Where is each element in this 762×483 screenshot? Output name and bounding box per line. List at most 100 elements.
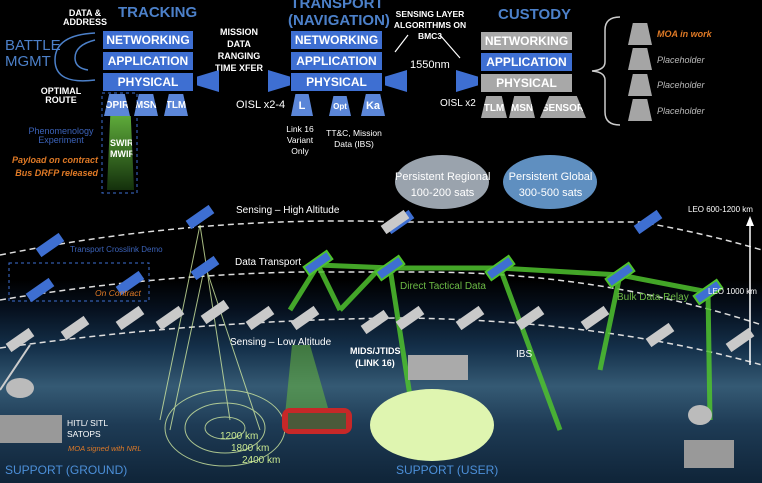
satellite-icon — [190, 255, 220, 281]
option-label: MOA in work — [657, 29, 712, 39]
option-label: Placeholder — [657, 55, 705, 65]
tracking-tlm: TLM — [164, 94, 188, 116]
option-trapezoid — [628, 99, 652, 121]
transport-title: TRANSPORT (NAVIGATION) — [288, 0, 390, 29]
transport-l-band: L — [291, 94, 313, 116]
data-transport-label: Data Transport — [235, 257, 302, 268]
satellite-icon — [455, 305, 485, 331]
option-trapezoid — [628, 74, 652, 96]
leo-range-label: LEO 600-1200 km — [688, 205, 753, 214]
ground-station-icon — [0, 415, 62, 443]
link16-note: Link 16 Variant Only — [286, 124, 314, 157]
custody-physical: PHYSICAL — [481, 74, 572, 92]
high-orbit-line — [0, 220, 762, 256]
satellite-icon — [580, 305, 610, 331]
satellite-icon — [302, 249, 334, 277]
custody-msn: MSN — [509, 96, 535, 118]
tracking-physical: PHYSICAL — [103, 73, 193, 91]
direct-tactical-label: Direct Tactical Data — [400, 281, 486, 292]
leo-1000-label: LEO 1000 km — [708, 287, 757, 296]
satellite-icon — [633, 209, 663, 235]
swir-mwir-sensor: SWIR MWIR — [107, 116, 134, 190]
satellite-icon — [395, 305, 425, 331]
option-trapezoid — [628, 23, 652, 45]
oisl-x2-label: OISL x2 — [440, 98, 476, 109]
custody-networking: NETWORKING — [481, 32, 572, 50]
mission-data-label: MISSION DATA RANGING TIME XFER — [214, 27, 263, 74]
satellite-icon — [200, 299, 230, 325]
tracking-networking: NETWORKING — [103, 31, 193, 49]
regional-count: 100-200 sats — [410, 187, 475, 199]
phenomenology-label: Phenomenology Experiment — [28, 126, 94, 146]
altitude-arrow-icon — [746, 216, 754, 226]
tracking-msn: MSN — [134, 94, 158, 116]
coverage-rings — [159, 224, 286, 467]
hitl-label: HITL/ SITL SATOPS — [67, 418, 108, 440]
satellite-icon — [645, 322, 675, 348]
satellite-icon — [484, 254, 516, 282]
bus-status: Bus DRFP released — [15, 168, 98, 178]
transport-application: APPLICATION — [291, 52, 382, 70]
tracking-application: APPLICATION — [103, 52, 193, 70]
oisl-right-arrow — [268, 70, 290, 92]
transport-physical: PHYSICAL — [291, 73, 382, 91]
custody-sensor: SENSOR — [540, 96, 586, 118]
satellite-icon — [185, 204, 215, 230]
payload-status: Payload on contract — [11, 155, 98, 165]
satellite-icon — [374, 254, 406, 282]
data-address-label: DATA & ADDRESS — [62, 8, 107, 28]
low-altitude-label: Sensing – Low Altitude — [230, 337, 332, 348]
satellite-icon — [25, 277, 55, 303]
transport-optical: Opt — [329, 96, 351, 116]
tracking-title: TRACKING — [118, 4, 198, 21]
satellite-icon — [692, 278, 724, 306]
oisl2-right-arrow — [456, 70, 478, 92]
global-label: Persistent Global — [508, 171, 593, 183]
tracking-opir: OPIR — [104, 94, 130, 116]
global-count: 300-500 sats — [518, 187, 583, 199]
satellite-icon — [245, 305, 275, 331]
bulk-relay-label: Bulk Data Relay — [617, 292, 689, 303]
moa-label: MOA signed with NRL — [68, 444, 142, 453]
support-ground-label: SUPPORT (GROUND) — [5, 463, 128, 477]
brace-icon — [591, 16, 621, 126]
oisl2-left-arrow — [385, 70, 407, 92]
satellite-icon — [5, 327, 35, 353]
satellite-icon — [725, 327, 755, 353]
satellite-icon — [155, 305, 185, 331]
low-sensing-beam — [285, 345, 330, 415]
global-globe — [503, 155, 597, 209]
custody-title: CUSTODY — [498, 6, 572, 23]
regional-globe — [395, 155, 489, 209]
transport-ka-band: Ka — [361, 94, 385, 116]
oisl-left-arrow — [197, 70, 219, 92]
custody-application: APPLICATION — [481, 53, 572, 71]
satellite-icon — [115, 305, 145, 331]
satellite-icon — [515, 305, 545, 331]
option-trapezoid — [628, 48, 652, 70]
oisl-x2-4-label: OISL x2-4 — [236, 99, 286, 111]
dish-antenna-icon — [6, 378, 34, 398]
support-user-label: SUPPORT (USER) — [396, 463, 499, 477]
user-zone — [370, 389, 494, 461]
ship-icon — [408, 355, 468, 380]
satellite-icon — [60, 315, 90, 341]
custody-tlm: TLM — [481, 96, 507, 118]
high-altitude-label: Sensing – High Altitude — [236, 205, 340, 216]
on-contract-label: On Contract — [95, 288, 141, 298]
satellite-icon — [115, 270, 145, 296]
ibs-label: IBS — [516, 349, 533, 360]
regional-label: Persistent Regional — [395, 171, 491, 183]
sensing-layer-note: SENSING LAYER ALGORITHMS ON BMC3 — [393, 9, 467, 42]
satellite-icon — [604, 261, 636, 289]
range-2400: 2400 km — [242, 455, 281, 466]
optimal-route-label: OPTIMAL ROUTE — [40, 86, 82, 106]
mids-label: MIDS/JTIDS (LINK 16) — [350, 346, 401, 368]
transport-networking: NETWORKING — [291, 31, 382, 49]
transport-orbit-line — [0, 271, 762, 326]
satellite-icon — [35, 232, 65, 258]
wavelength-label: 1550nm — [410, 59, 450, 71]
satellite-icon — [290, 305, 320, 331]
